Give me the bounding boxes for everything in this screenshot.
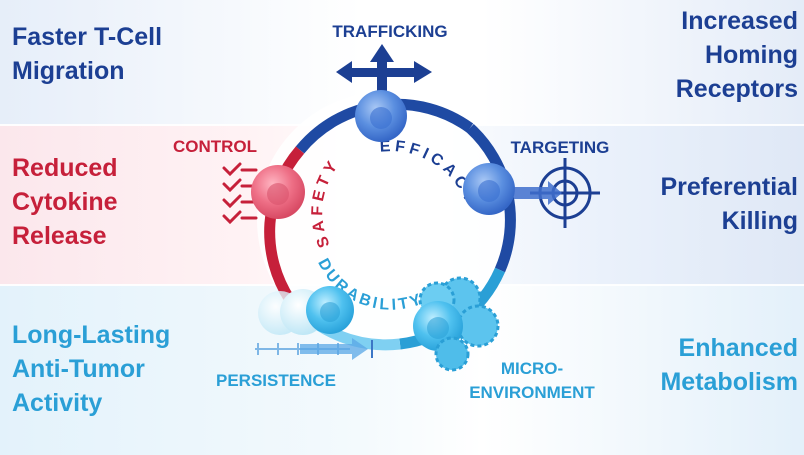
stage-label-microenvironment-line1: MICRO-	[501, 359, 563, 378]
stage-label-targeting: TARGETING	[511, 138, 610, 157]
outcome-line: Activity	[12, 389, 103, 417]
cell-nucleus-icon	[370, 107, 392, 129]
targeting-arrow-icon	[514, 181, 562, 205]
persistence-arrow-icon	[300, 338, 368, 360]
outcome-line: Homing	[704, 41, 798, 69]
outcome-line: Faster T-Cell	[12, 23, 163, 51]
outcome-line: Enhanced	[678, 334, 798, 362]
outcome-line: Reduced	[12, 154, 118, 182]
outcome-mid-left: Reduced Cytokine Release	[12, 151, 118, 253]
checkmarks-icon	[222, 162, 258, 225]
outcome-line: Long-Lasting	[12, 321, 171, 349]
outcome-line: Receptors	[675, 75, 798, 103]
outcome-line: Killing	[721, 207, 798, 235]
outcome-top-right: Increased Homing Receptors	[676, 4, 798, 106]
outcome-bottom-left: Long-Lasting Anti-Tumor Activity	[12, 318, 170, 420]
stage-label-trafficking: TRAFFICKING	[332, 22, 447, 41]
stage-label-microenvironment-line2: ENVIRONMENT	[469, 383, 595, 402]
outcome-line: Cytokine	[12, 188, 118, 216]
outcome-top-left: Faster T-Cell Migration	[12, 20, 162, 88]
outcome-mid-right: Preferential Killing	[660, 170, 798, 238]
cell-nucleus-icon	[320, 302, 340, 322]
outcome-line: Release	[12, 222, 107, 250]
cell-nucleus-icon	[267, 183, 289, 205]
outcome-line: Anti-Tumor	[12, 355, 145, 383]
stage-label-control: CONTROL	[173, 137, 257, 156]
outcome-line: Migration	[12, 57, 125, 85]
trafficking-arrows-icon	[336, 44, 432, 92]
microenvironment-cells-icon	[413, 276, 500, 372]
outcome-line: Metabolism	[660, 368, 798, 396]
stage-label-persistence: PERSISTENCE	[216, 371, 336, 390]
outcome-line: Preferential	[660, 173, 798, 201]
outcome-line: Increased	[681, 7, 798, 35]
outcome-bottom-right: Enhanced Metabolism	[660, 331, 798, 399]
cell-nucleus-icon	[478, 180, 500, 202]
